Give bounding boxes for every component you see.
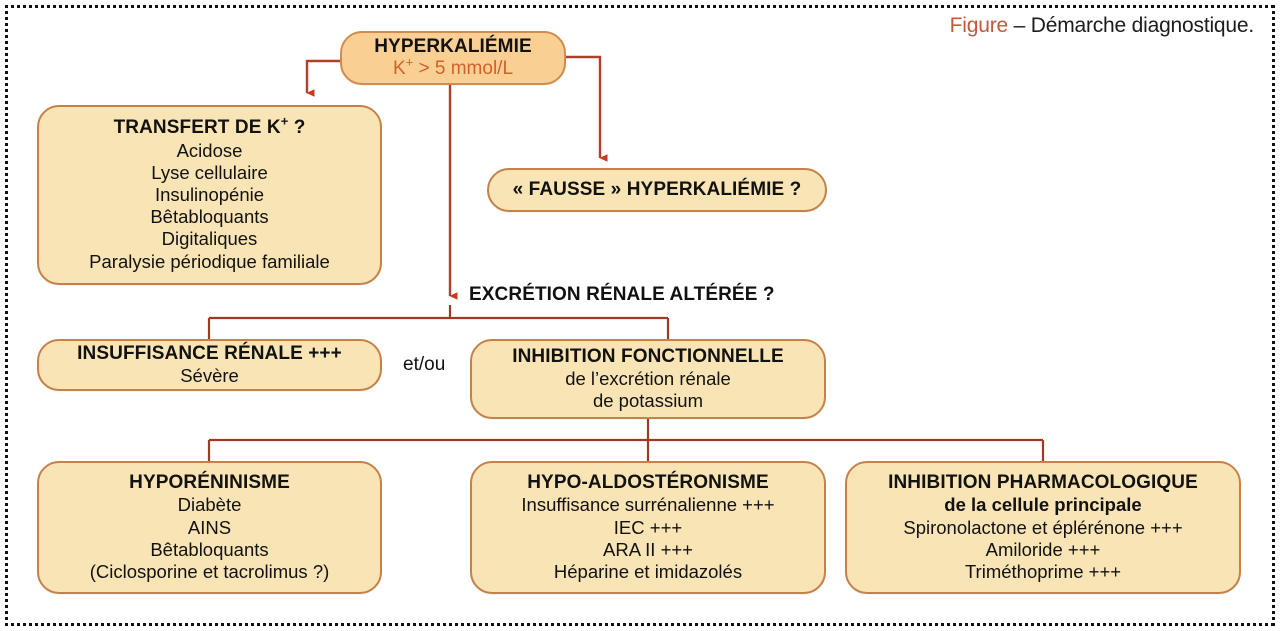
node-insuffisance-renale-title: INSUFFISANCE RÉNALE +++ (77, 342, 342, 364)
list-item: Sévère (180, 365, 239, 387)
figure-caption-label: Figure (949, 14, 1009, 37)
list-item: Spironolactone et éplérénone +++ (903, 516, 1183, 538)
wire-bus-three-way-split (207, 438, 1045, 461)
label-et-ou: et/ou (403, 354, 446, 375)
list-item: Triméthoprime +++ (964, 560, 1122, 582)
list-item: ARA II +++ (603, 538, 693, 560)
node-inhibition-pharmacologique-title: INHIBITION PHARMACOLOGIQUE (888, 471, 1198, 493)
node-inhibition-fonctionnelle-title: INHIBITION FONCTIONNELLE (512, 345, 784, 367)
transfert-title-prefix: TRANSFERT DE K (113, 117, 281, 139)
list-item: Amiloride +++ (985, 538, 1101, 560)
list-item: Bêtabloquants (150, 206, 269, 228)
node-inhibition-pharmacologique-subtitle: de la cellule principale (944, 494, 1142, 516)
list-item: Digitaliques (161, 228, 258, 250)
list-item: de l’excrétion rénale (565, 368, 731, 390)
wire-bus-excretion-split (207, 305, 670, 339)
list-item: de potassium (592, 390, 704, 412)
list-item: Insuffisance surrénalienne +++ (521, 494, 775, 516)
list-item: Héparine et imidazolés (553, 560, 743, 582)
figure-caption-text: Démarche diagnostique. (1030, 14, 1254, 37)
node-fausse-hyperkaliemie[interactable]: « FAUSSE » HYPERKALIÉMIE ? (487, 168, 827, 212)
list-item: Bêtabloquants (150, 538, 269, 560)
node-transfert-de-k[interactable]: TRANSFERT DE K+ ? Acidose Lyse cellulair… (37, 105, 382, 285)
node-inhibition-pharmacologique[interactable]: INHIBITION PHARMACOLOGIQUE de la cellule… (845, 461, 1241, 594)
node-hypo-aldosteronisme-title: HYPO-ALDOSTÉRONISME (527, 471, 769, 493)
node-hyperkaliemie-formula: K+ > 5 mmol/L (392, 54, 514, 80)
node-hyporeninisme[interactable]: HYPORÉNINISME Diabète AINS Bêtabloquants… (37, 461, 382, 594)
label-excretion-renale-alteree: EXCRÉTION RÉNALE ALTÉRÉE ? (469, 284, 775, 305)
transfert-title-superscript: + (280, 113, 289, 129)
wire-hyperkaliemie-to-fausse (566, 55, 608, 162)
figure-caption-dash: – (1008, 14, 1031, 37)
node-hyperkaliemie-title: HYPERKALIÉMIE (374, 35, 532, 57)
list-item: Insulinopénie (154, 184, 265, 206)
node-hypo-aldosteronisme[interactable]: HYPO-ALDOSTÉRONISME Insuffisance surréna… (470, 461, 826, 594)
wire-hyperkaliemie-to-transfert (305, 59, 340, 97)
list-item: Acidose (176, 139, 243, 161)
list-item: (Ciclosporine et tacrolimus ?) (89, 560, 330, 582)
transfert-title-suffix: ? (288, 117, 306, 139)
list-item: Diabète (177, 494, 242, 516)
formula-rest: > 5 mmol/L (413, 58, 514, 80)
node-fausse-hyperkaliemie-title: « FAUSSE » HYPERKALIÉMIE ? (512, 178, 802, 200)
node-transfert-title: TRANSFERT DE K+ ? (113, 113, 306, 139)
node-hyperkaliemie[interactable]: HYPERKALIÉMIE K+ > 5 mmol/L (340, 31, 566, 85)
node-inhibition-fonctionnelle[interactable]: INHIBITION FONCTIONNELLE de l’excrétion … (470, 339, 826, 419)
figure-caption: Figure – Démarche diagnostique. (949, 14, 1255, 38)
list-item: IEC +++ (613, 516, 683, 538)
node-hyporeninisme-title: HYPORÉNINISME (129, 471, 290, 493)
node-insuffisance-renale[interactable]: INSUFFISANCE RÉNALE +++ Sévère (37, 339, 382, 391)
list-item: AINS (187, 516, 232, 538)
list-item: Paralysie périodique familiale (89, 250, 330, 272)
formula-superscript: + (405, 54, 414, 70)
formula-prefix: K (392, 58, 406, 80)
list-item: Lyse cellulaire (151, 161, 268, 183)
